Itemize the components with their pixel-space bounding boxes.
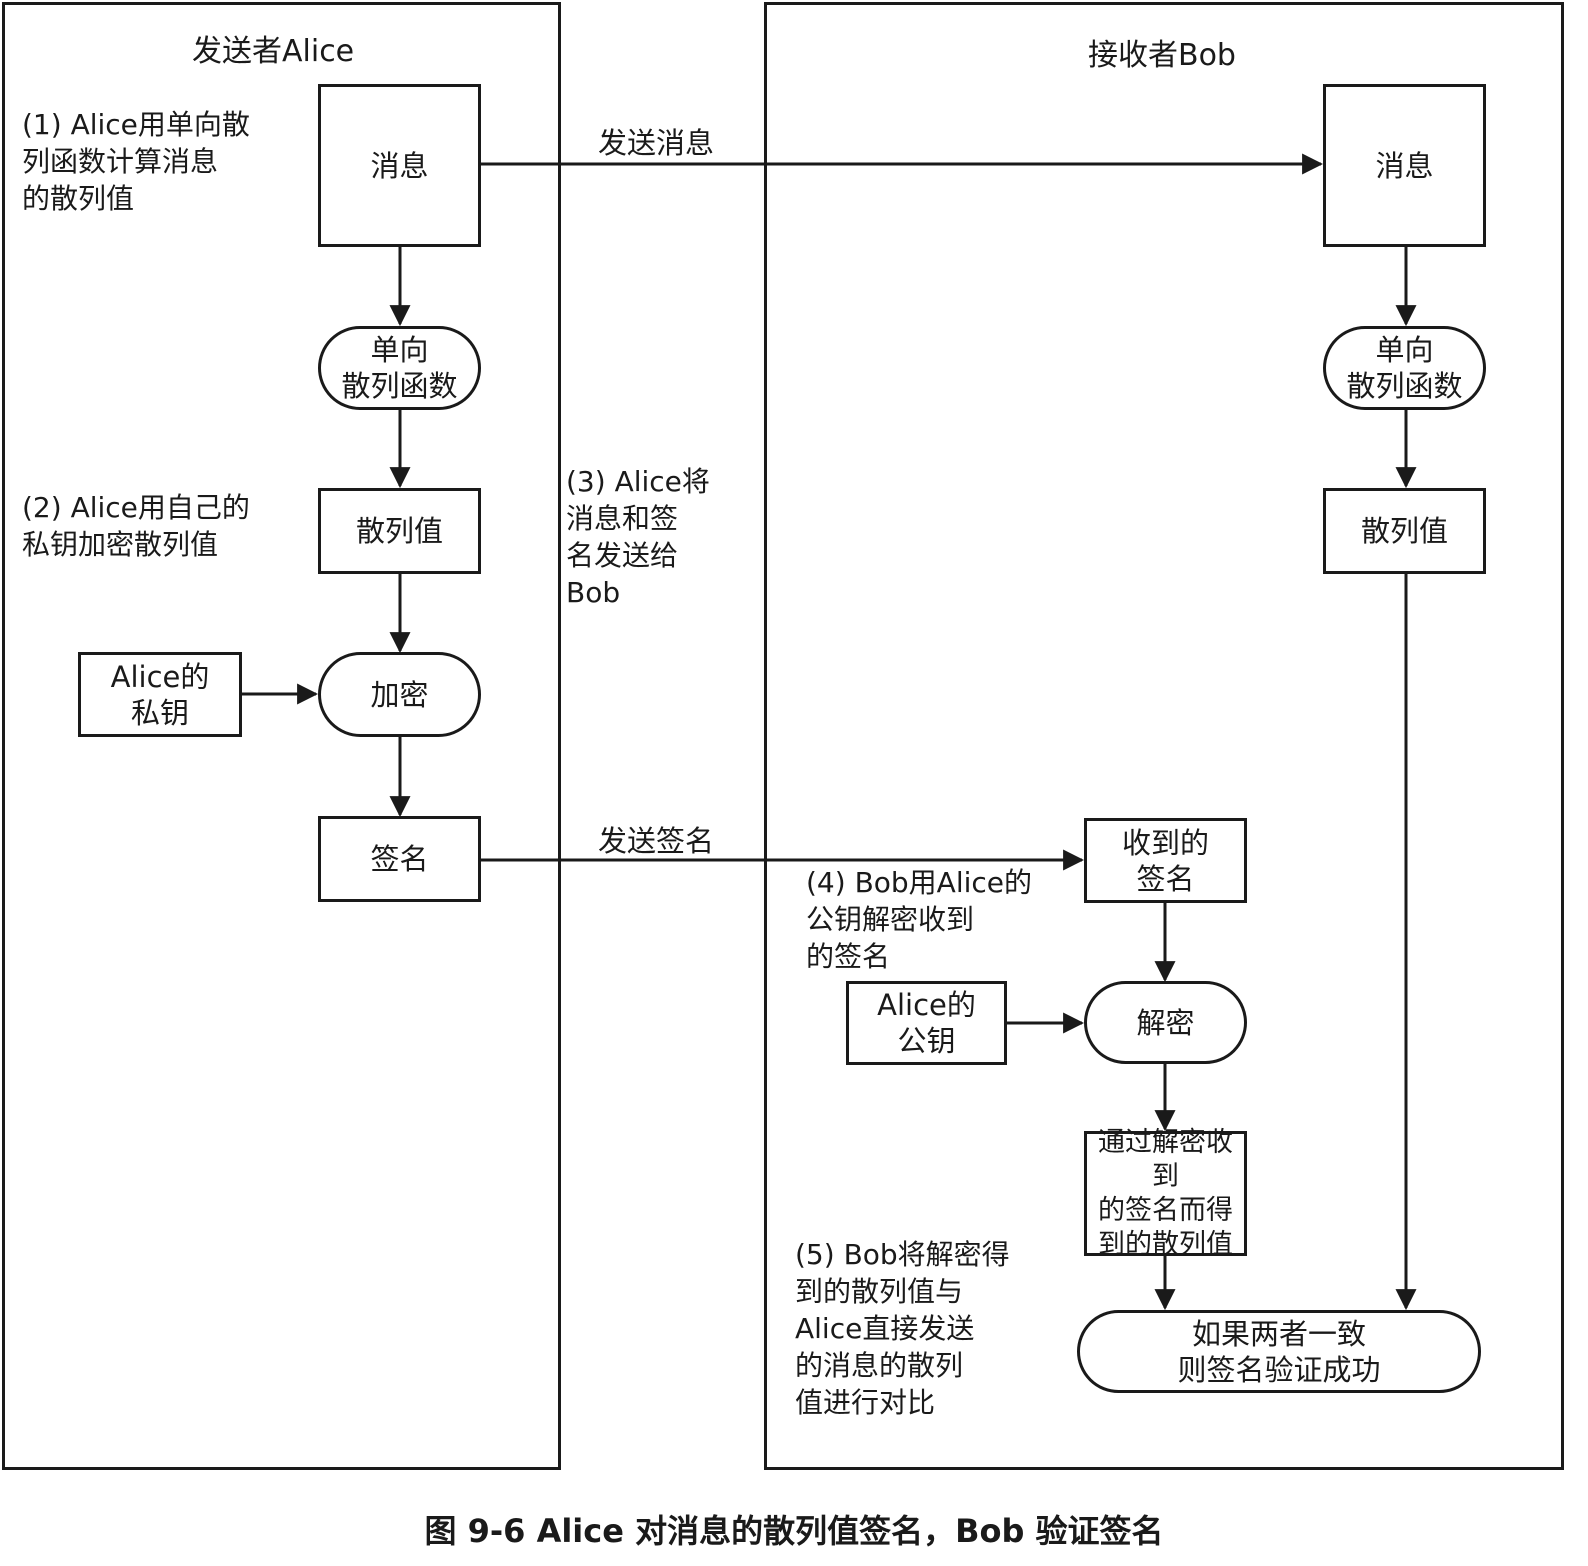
sender-encrypt-node: 加密 xyxy=(318,652,481,737)
sender-private-key-box: Alice的 私钥 xyxy=(78,652,242,737)
step-5-note: (5) Bob将解密得 到的散列值与 Alice直接发送 的消息的散列 值进行对… xyxy=(795,1238,1010,1419)
verification-result-node: 如果两者一致 则签名验证成功 xyxy=(1077,1310,1481,1393)
sender-hash-function-node: 单向 散列函数 xyxy=(318,326,481,410)
receiver-decrypt-node: 解密 xyxy=(1084,981,1247,1064)
receiver-lane xyxy=(764,2,1564,1470)
sender-signature-box: 签名 xyxy=(318,816,481,902)
step-3-note: (3) Alice将 消息和签 名发送给 Bob xyxy=(566,465,710,609)
decrypted-hash-box: 通过解密收到 的签名而得 到的散列值 xyxy=(1084,1127,1247,1260)
receiver-hash-function-node: 单向 散列函数 xyxy=(1323,326,1486,410)
step-4-note: (4) Bob用Alice的 公钥解密收到 的签名 xyxy=(806,866,1033,973)
step-1-note: (1) Alice用单向散 列函数计算消息 的散列值 xyxy=(22,108,250,215)
sender-message-box: 消息 xyxy=(318,84,481,247)
figure-caption: 图 9-6 Alice 对消息的散列值签名，Bob 验证签名 xyxy=(424,1512,1164,1550)
receiver-hash-value-box: 散列值 xyxy=(1323,488,1486,574)
received-signature-box: 收到的 签名 xyxy=(1084,818,1247,903)
sender-lane-title: 发送者Alice xyxy=(192,34,355,69)
receiver-message-box: 消息 xyxy=(1323,84,1486,247)
send-signature-label: 发送签名 xyxy=(598,824,715,858)
sender-hash-value-box: 散列值 xyxy=(318,488,481,574)
receiver-public-key-box: Alice的 公钥 xyxy=(846,981,1007,1065)
sender-lane xyxy=(2,2,561,1470)
step-2-note: (2) Alice用自己的 私钥加密散列值 xyxy=(22,491,250,561)
send-message-label: 发送消息 xyxy=(598,126,715,160)
receiver-lane-title: 接收者Bob xyxy=(1088,38,1236,73)
